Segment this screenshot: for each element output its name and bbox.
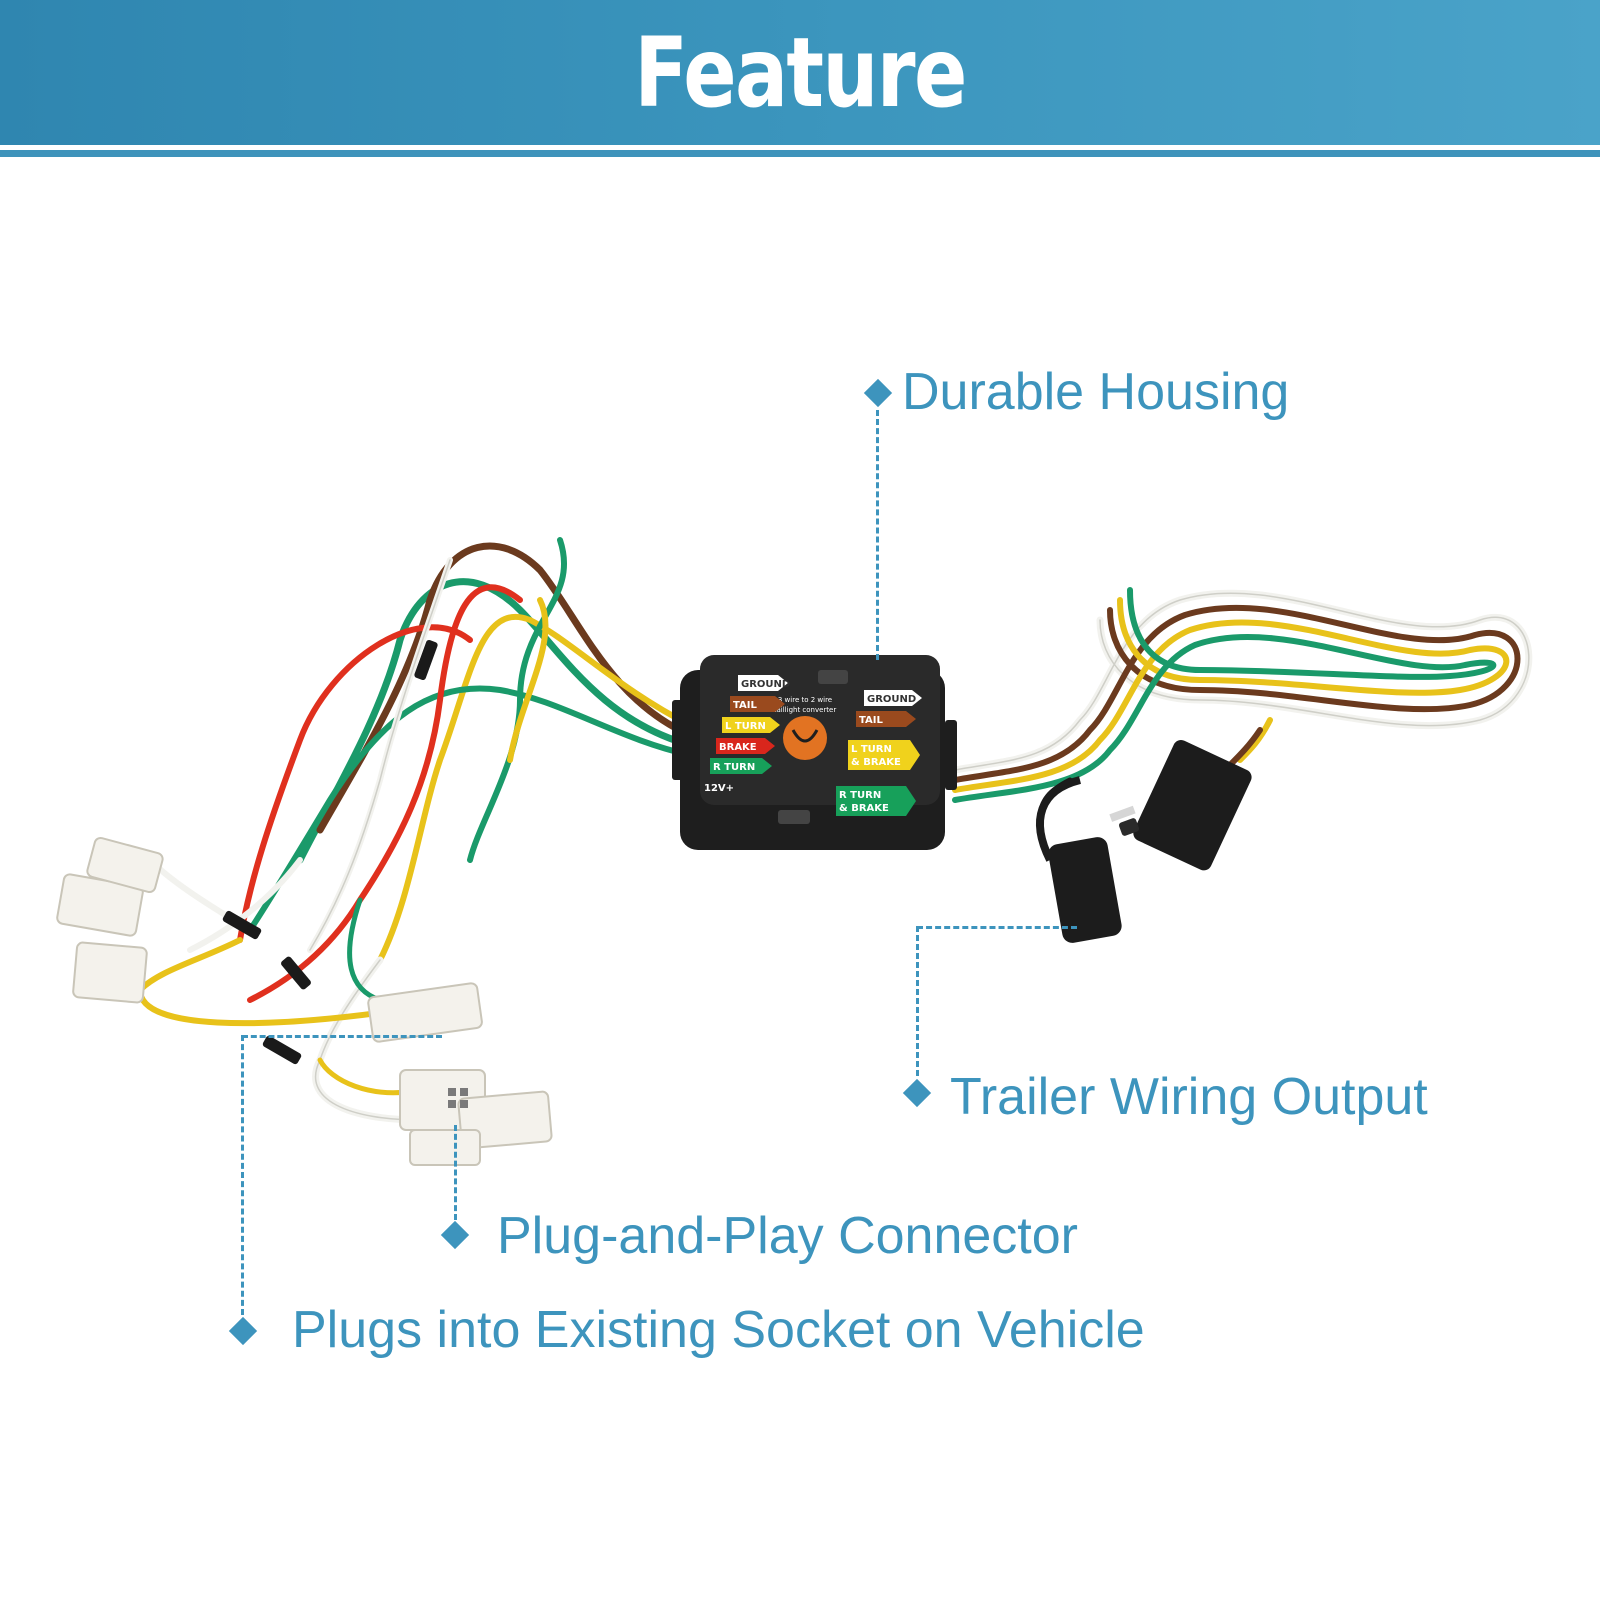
module-subtitle-line1: 3 wire to 2 wire xyxy=(778,696,832,704)
right-label-r-turn: R TURN xyxy=(839,790,881,801)
page-title: Feature xyxy=(634,17,967,129)
callout-leader-durable-housing xyxy=(876,410,879,660)
connector-pins xyxy=(448,1088,468,1108)
left-label-brake: BRAKE xyxy=(719,742,757,753)
callout-durable-housing: Durable Housing xyxy=(902,363,1290,421)
left-label-r-turn: R TURN xyxy=(713,762,755,773)
callout-plugs-into-socket: Plugs into Existing Socket on Vehicle xyxy=(292,1301,1145,1359)
cable-ties xyxy=(222,639,438,1065)
right-label-l-turn: L TURN xyxy=(851,744,892,755)
right-label-tail: TAIL xyxy=(859,715,884,726)
left-label-tail: TAIL xyxy=(733,700,758,711)
callout-plug-and-play-connector: Plug-and-Play Connector xyxy=(497,1207,1078,1265)
module-subtitle-line2: taillight converter xyxy=(774,706,837,714)
vehicle-side-wires xyxy=(136,537,694,1124)
callout-leader-plug-and-play xyxy=(454,1125,457,1220)
module-right-labels: GROUND TAIL L TURN & BRAKE R TURN & BRAK… xyxy=(836,690,922,816)
header-divider xyxy=(0,150,1600,157)
trailer-side-wires xyxy=(951,587,1533,823)
module-left-labels: GROUND TAIL L TURN BRAKE R TURN 12V+ xyxy=(704,675,790,794)
left-label-l-turn: L TURN xyxy=(725,721,766,732)
right-label-ground: GROUND xyxy=(867,694,916,705)
vehicle-plug-connectors xyxy=(56,836,553,1166)
callout-leader-socket-v xyxy=(241,1035,244,1315)
left-label-12v: 12V+ xyxy=(704,783,734,794)
right-label-r-turn-brake: & BRAKE xyxy=(839,803,889,814)
callout-leader-trailer-output-v xyxy=(916,926,919,1076)
trailer-flat-connector xyxy=(1109,740,1252,871)
header-banner xyxy=(0,0,1600,145)
callout-trailer-wiring-output: Trailer Wiring Output xyxy=(950,1068,1428,1126)
callout-leader-trailer-output-h xyxy=(917,926,1077,929)
callout-leader-socket-h xyxy=(242,1035,442,1038)
right-label-l-turn-brake: & BRAKE xyxy=(851,757,901,768)
dust-cap xyxy=(1036,776,1122,943)
left-label-ground: GROUND xyxy=(741,679,790,690)
